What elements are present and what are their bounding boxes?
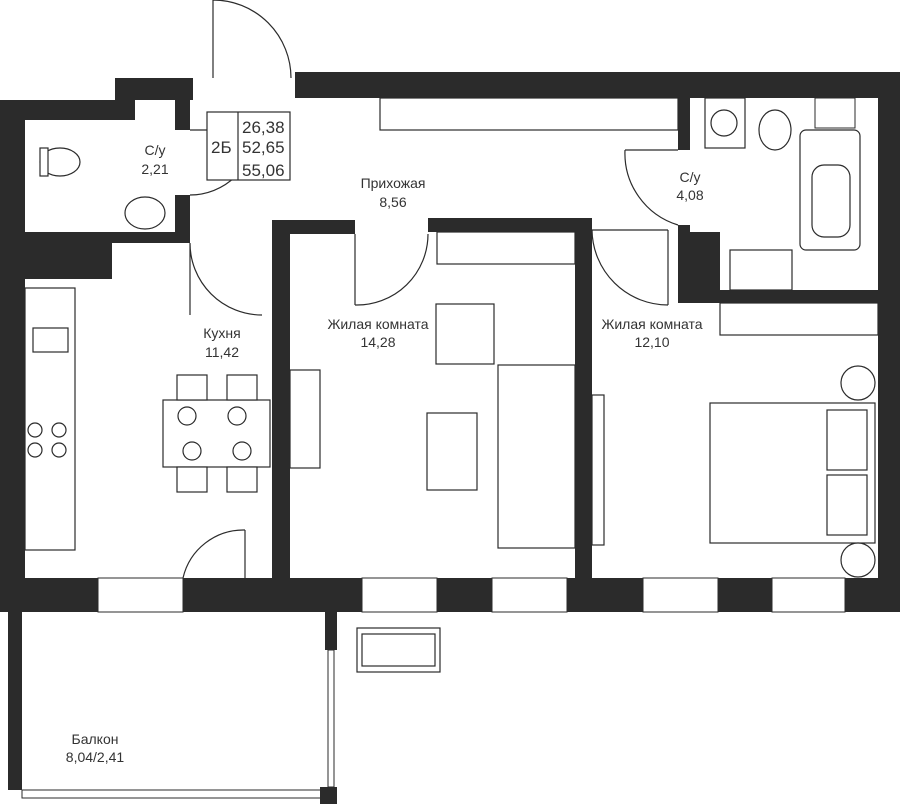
sink-icon <box>729 249 793 291</box>
room-name-bathroom-2: С/у <box>680 169 701 185</box>
sink-icon <box>124 196 166 230</box>
room-area-hallway: 8,56 <box>379 194 406 210</box>
total-area: 52,65 <box>242 138 285 157</box>
room-area-bathroom-2: 4,08 <box>676 187 703 203</box>
living-area: 26,38 <box>242 118 285 137</box>
room-area-living-2: 12,10 <box>634 334 669 350</box>
armchair <box>435 303 495 365</box>
hallway-wardrobe <box>379 97 679 131</box>
balcony-structure <box>8 612 441 804</box>
living-wardrobe <box>436 231 576 265</box>
tv-stand <box>591 394 605 546</box>
room-name-hallway: Прихожая <box>361 175 426 191</box>
toilet-icon <box>758 109 792 151</box>
room-area-kitchen: 11,42 <box>205 344 239 360</box>
windows <box>97 97 856 613</box>
furniture <box>24 97 879 578</box>
room-labels: С/у 2,21 Прихожая 8,56 С/у 4,08 Кухня 11… <box>66 142 704 765</box>
room-name-living-2: Жилая комната <box>601 316 702 332</box>
apartment-type: 2Б <box>211 138 232 157</box>
room-name-bathroom-1: С/у <box>145 142 166 158</box>
dining-table <box>162 399 271 468</box>
apartment-info-box: 2Б 26,38 52,65 55,06 <box>206 111 291 181</box>
room-area-balcony: 8,04/2,41 <box>66 749 125 765</box>
tv-stand <box>289 369 321 469</box>
coffee-table <box>426 412 478 491</box>
room-name-kitchen: Кухня <box>203 325 240 341</box>
kitchen-counter <box>24 287 76 551</box>
room-area-bathroom-1: 2,21 <box>141 161 168 177</box>
room-area-living-1: 14,28 <box>360 334 395 350</box>
room-name-living-1: Жилая комната <box>327 316 428 332</box>
sofa <box>497 364 576 549</box>
total-area-with-balcony: 55,06 <box>242 161 285 180</box>
room-name-balcony: Балкон <box>72 731 119 747</box>
bedroom-wardrobe <box>719 302 879 336</box>
